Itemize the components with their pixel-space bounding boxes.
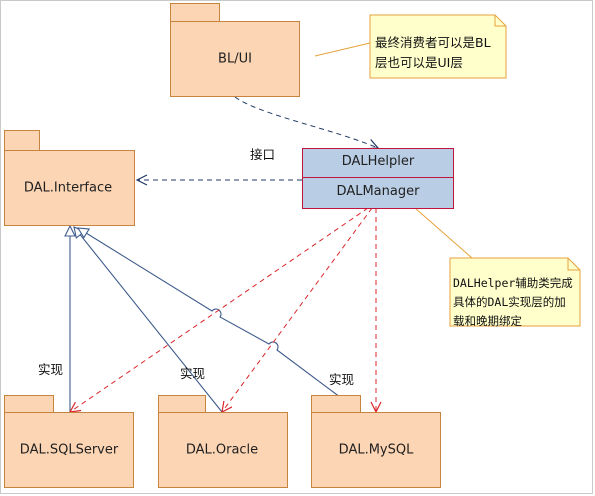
- top-note: [314, 14, 507, 79]
- dependency-manager-to-sqlserver: [70, 207, 369, 412]
- package-bl-ui[interactable]: [170, 21, 300, 97]
- helper-note-line-1: DALHelper辅助类完成: [453, 276, 573, 290]
- top-note-text: 最终消费者可以是BL 层也可以是UI层: [375, 33, 491, 73]
- package-bl-ui-tab: [170, 3, 220, 22]
- label-impl-sqlserver: 实现: [38, 362, 64, 377]
- package-dal-sqlserver-tab: [4, 395, 54, 413]
- class-dal-manager-name: DALManager: [336, 184, 420, 199]
- helper-note-line-3: 载和晚期绑定: [453, 314, 522, 328]
- top-note-line-1: 最终消费者可以是BL: [375, 35, 491, 50]
- top-note-shape: [369, 14, 507, 79]
- package-dal-interface-tab: [4, 130, 40, 151]
- class-dal-helper-name: DALHelpler: [341, 154, 415, 169]
- package-dal-interface-label: DAL.Interface: [23, 180, 113, 196]
- label-interface: 接口: [250, 147, 276, 162]
- helper-note: [414, 207, 581, 327]
- package-dal-oracle-tab: [158, 395, 206, 413]
- package-dal-sqlserver[interactable]: [4, 412, 134, 488]
- package-dal-mysql[interactable]: [311, 412, 441, 488]
- helper-note-connector: [414, 207, 473, 259]
- package-dal-oracle[interactable]: [158, 412, 288, 488]
- label-impl-oracle: 实现: [180, 366, 206, 381]
- helper-note-shape: [449, 257, 581, 327]
- label-impl-mysql: 实现: [329, 372, 355, 387]
- realization-mysql-to-interface: [78, 228, 361, 413]
- helper-note-text: DALHelper辅助类完成 具体的DAL实现层的加 载和晚期绑定: [453, 274, 573, 331]
- class-dal-helper[interactable]: DALHelpler DALManager: [302, 148, 454, 209]
- package-dal-oracle-label: DAL.Oracle: [185, 442, 259, 458]
- dependency-manager-to-oracle: [222, 207, 373, 412]
- package-dal-mysql-label: DAL.MySQL: [338, 442, 414, 458]
- helper-note-line-2: 具体的DAL实现层的加: [453, 295, 566, 309]
- package-dal-sqlserver-label: DAL.SQLServer: [19, 442, 119, 458]
- package-bl-ui-label: BL/UI: [218, 51, 252, 67]
- top-note-fold: [494, 15, 506, 27]
- package-dal-interface[interactable]: [4, 150, 135, 226]
- package-dal-mysql-tab: [311, 395, 361, 413]
- class-dal-helper-separator: [303, 177, 453, 178]
- helper-note-fold: [567, 258, 580, 271]
- top-note-line-2: 层也可以是UI层: [375, 55, 463, 70]
- dependency-blui-to-helper: [234, 96, 378, 148]
- realization-oracle-to-interface: [74, 227, 223, 413]
- top-note-connector: [314, 42, 371, 57]
